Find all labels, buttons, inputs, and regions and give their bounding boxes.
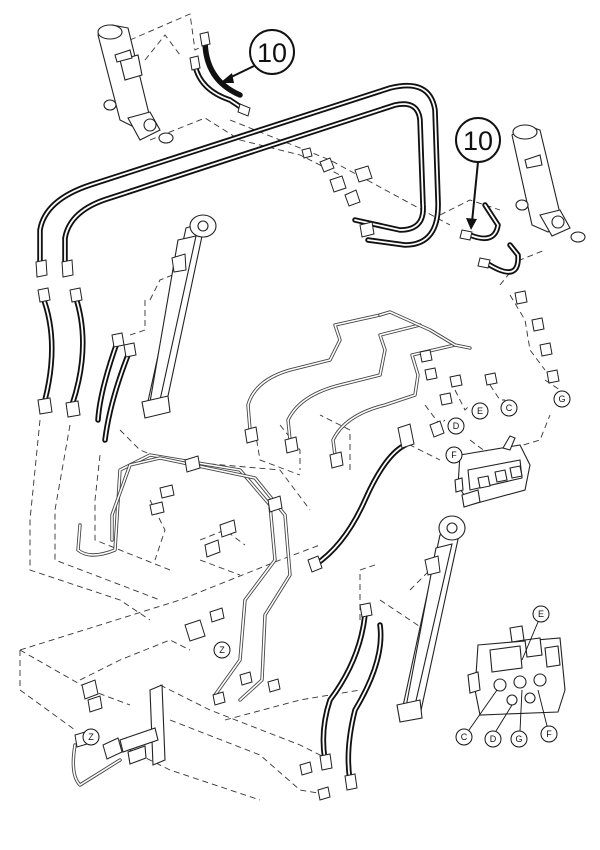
callout-c-valve: C xyxy=(455,689,498,746)
hoses-lower-right xyxy=(319,602,384,791)
callout-e-valve: E xyxy=(521,605,550,661)
callout-label: 10 xyxy=(257,38,287,68)
dashed-routing-lines xyxy=(19,13,561,801)
control-valve-inset xyxy=(467,625,566,716)
fittings xyxy=(74,147,560,801)
mounting-bracket xyxy=(119,684,166,766)
callout-letter: C xyxy=(506,403,513,413)
callout-letter: G xyxy=(515,734,522,744)
callout-letter: D xyxy=(453,421,460,431)
callout-label: 10 xyxy=(463,126,493,156)
lift-cylinder-left xyxy=(141,214,217,419)
callout-f-valve: F xyxy=(537,689,558,743)
callout-letter: G xyxy=(558,394,565,404)
hose-item-10-top xyxy=(189,31,251,117)
callout-item-10-top: 10 xyxy=(220,29,295,83)
hoses-left-vertical xyxy=(35,259,137,443)
steel-tubes-lower xyxy=(71,453,292,787)
lift-cylinder-right xyxy=(396,515,466,723)
callout-letter: Z xyxy=(219,645,225,655)
hose-center-to-valve xyxy=(307,420,445,573)
callout-g-valve: G xyxy=(510,689,528,748)
callout-letter: F xyxy=(451,450,457,460)
hose-big-loop xyxy=(37,82,441,268)
callout-d-upper: D xyxy=(447,417,465,435)
callout-e-upper: E xyxy=(471,402,489,420)
callout-letter: E xyxy=(477,406,483,416)
callout-letter: C xyxy=(461,732,468,742)
cylinder-top-right xyxy=(511,124,586,243)
callout-letter: D xyxy=(490,734,497,744)
callout-z-lower: Z xyxy=(82,728,100,746)
hose-item-10-right xyxy=(459,202,521,275)
callout-letter: F xyxy=(546,729,552,739)
callout-g-upper: G xyxy=(553,390,571,408)
callout-f-upper: F xyxy=(445,446,463,464)
steel-tubes-upper xyxy=(244,310,472,469)
callout-d-valve: D xyxy=(484,704,513,748)
callout-letter: E xyxy=(538,609,544,619)
callout-z-middle: Z xyxy=(213,641,231,659)
callout-letter: Z xyxy=(88,732,94,742)
cylinder-top-left xyxy=(97,24,174,144)
callout-item-10-right: 10 xyxy=(455,117,501,230)
control-valve-upper xyxy=(454,435,531,508)
callout-c-upper: C xyxy=(500,399,518,417)
